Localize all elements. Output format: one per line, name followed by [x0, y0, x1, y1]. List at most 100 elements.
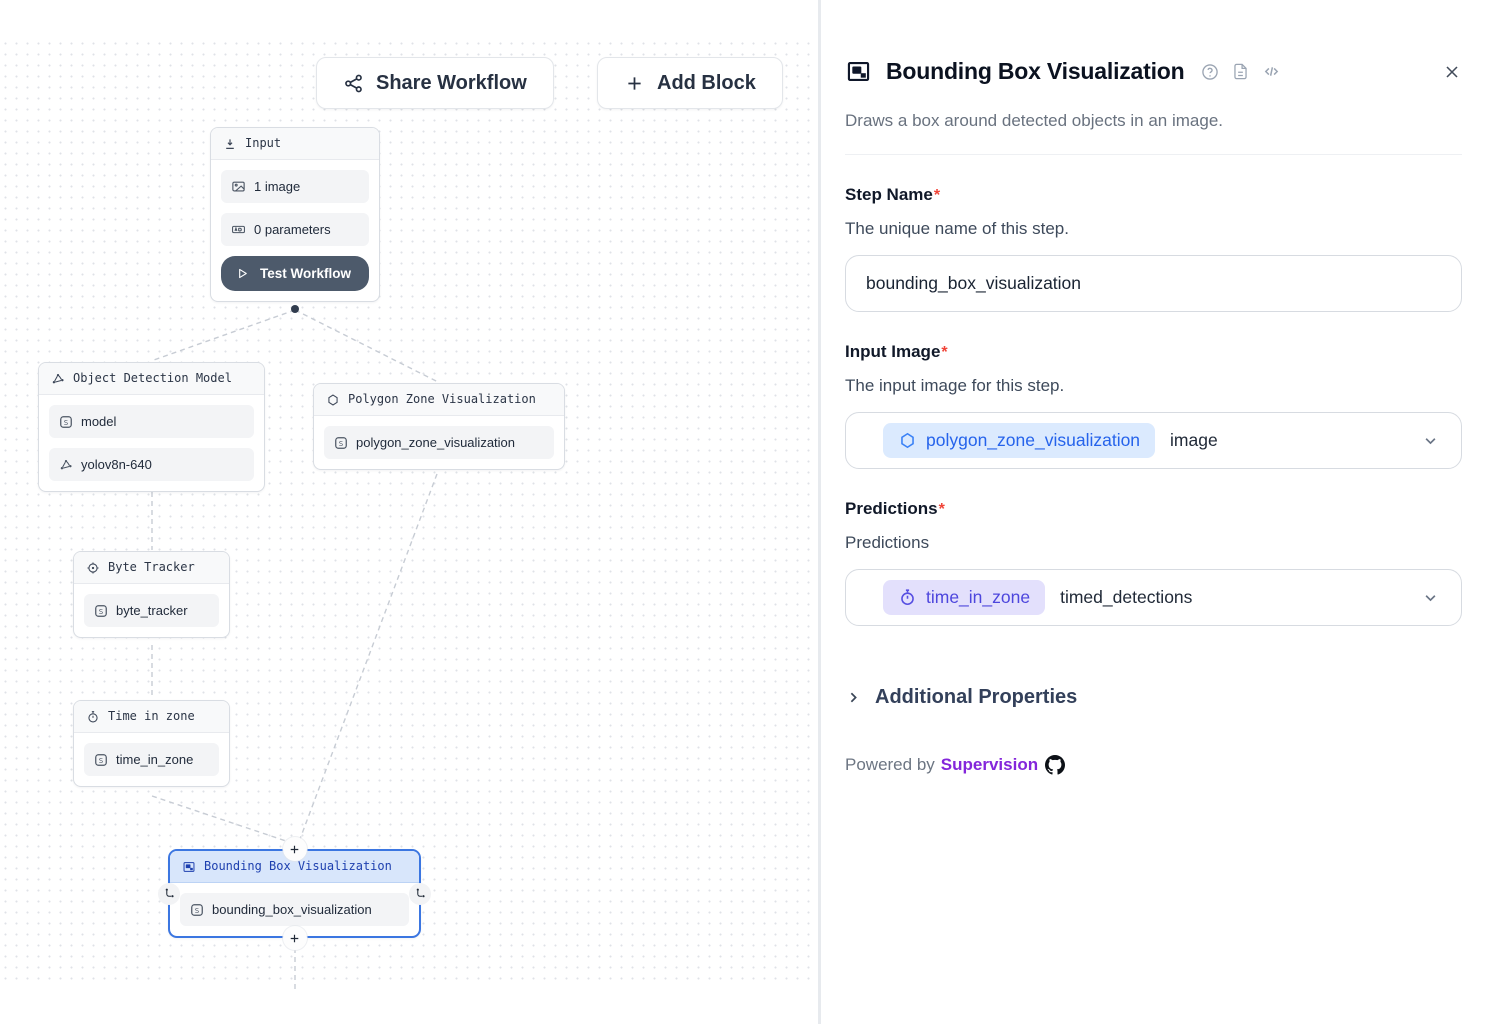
predictions-help: Predictions [845, 533, 930, 552]
add-block-below-button[interactable] [282, 926, 307, 950]
predictions-source-pill: time_in_zone [883, 580, 1046, 615]
play-icon [235, 266, 250, 281]
svg-text:S: S [339, 438, 343, 447]
workflow-canvas[interactable]: Share Workflow Add Block Input [0, 0, 821, 1024]
panel-description: Draws a box around detected objects in a… [845, 111, 1224, 130]
plus-icon [624, 73, 645, 94]
chevron-down-icon [1420, 587, 1441, 608]
pill-label: polygon_zone_visualization [926, 430, 1141, 450]
help-icon[interactable] [1200, 62, 1220, 82]
input-output-connector[interactable] [291, 305, 299, 313]
panel-title: Bounding Box Visualization [886, 58, 1185, 84]
node-title: Object Detection Model [73, 371, 232, 385]
share-workflow-button[interactable]: Share Workflow [316, 57, 554, 109]
pzv-output-chip: S polygon_zone_visualization [324, 426, 554, 459]
branch-handle-right[interactable] [409, 882, 431, 905]
polygon-icon [898, 431, 917, 450]
node-title: Input [245, 136, 282, 150]
test-workflow-label: Test Workflow [260, 266, 352, 281]
step-output-icon: S [94, 753, 108, 767]
node-bounding-box-visualization[interactable]: Bounding Box Visualization S bounding_bo… [158, 837, 431, 950]
node-polygon-zone-visualization[interactable]: Polygon Zone Visualization S polygon_zon… [313, 383, 565, 470]
add-block-button[interactable]: Add Block [597, 57, 783, 109]
byte-tracker-output-chip: S byte_tracker [84, 594, 219, 627]
node-input[interactable]: Input 1 image 0 param [210, 127, 380, 302]
chip-label: 1 image [254, 179, 301, 194]
tracker-icon [86, 561, 100, 575]
required-asterisk: * [933, 187, 941, 204]
powered-by-text: Powered by [845, 755, 935, 774]
input-image-field: Input Image* The input image for this st… [845, 342, 1462, 469]
timer-icon [898, 588, 917, 607]
panel-divider [845, 154, 1462, 155]
node-title: Time in zone [108, 709, 195, 723]
add-block-label: Add Block [657, 71, 756, 94]
edge-tiz-to-bbv [151, 795, 287, 842]
svg-text:S: S [195, 905, 199, 914]
supervision-link[interactable]: Supervision [940, 755, 1039, 774]
chip-label: 0 parameters [254, 222, 331, 237]
model-graph-icon [51, 372, 65, 386]
input-image-help: The input image for this step. [845, 376, 1065, 395]
polygon-icon [326, 393, 340, 407]
step-name-field: Step Name* The unique name of this step. [845, 185, 1462, 312]
step-name-input[interactable] [845, 255, 1462, 312]
input-image-value: image [1170, 430, 1218, 450]
node-object-detection-model[interactable]: Object Detection Model S model [38, 362, 265, 492]
github-icon[interactable] [1045, 755, 1066, 775]
odm-version-chip: yolov8n-640 [49, 448, 254, 481]
chevron-down-icon [1420, 430, 1441, 451]
share-icon [343, 73, 364, 94]
code-icon[interactable] [1261, 61, 1282, 82]
visualization-icon [845, 58, 872, 85]
step-output-icon: S [94, 604, 108, 618]
predictions-value: timed_detections [1060, 587, 1193, 607]
branch-handle-left[interactable] [158, 882, 180, 905]
block-properties-panel: Bounding Box Visualization [823, 0, 1486, 1024]
chip-label: yolov8n-640 [81, 457, 152, 472]
additional-properties-toggle[interactable]: Additional Properties [845, 686, 1462, 709]
chip-label: byte_tracker [116, 603, 188, 618]
docs-icon[interactable] [1231, 62, 1250, 81]
add-block-above-button[interactable] [282, 837, 307, 861]
input-image-label: Input Image [845, 342, 941, 361]
visualization-icon [182, 860, 196, 874]
chip-label: model [81, 414, 117, 429]
node-byte-tracker[interactable]: Byte Tracker S byte_tracker [73, 551, 230, 638]
step-name-label: Step Name [845, 185, 933, 204]
chip-label: bounding_box_visualization [212, 902, 372, 917]
workflow-edges [150, 309, 439, 992]
time-in-zone-output-chip: S time_in_zone [84, 743, 219, 776]
chip-label: polygon_zone_visualization [356, 435, 516, 450]
svg-text:S: S [64, 417, 68, 426]
test-workflow-button[interactable]: Test Workflow [221, 256, 369, 291]
predictions-label: Predictions [845, 499, 938, 518]
edge-input-to-odm [150, 309, 296, 362]
close-panel-button[interactable] [1442, 62, 1462, 82]
edge-pzv-to-bbv [299, 473, 438, 840]
import-icon [223, 137, 237, 151]
edge-input-to-pzv [294, 309, 439, 383]
dot-grid-background [0, 38, 820, 982]
input-parameters-chip: 0 parameters [221, 213, 369, 246]
input-image-source-pill: polygon_zone_visualization [883, 423, 1156, 458]
bbv-output-chip: S bounding_box_visualization [180, 893, 409, 926]
canvas-panel-divider [818, 0, 821, 1024]
input-image-select[interactable]: polygon_zone_visualization image [845, 412, 1462, 469]
pill-label: time_in_zone [926, 587, 1031, 607]
step-name-help: The unique name of this step. [845, 219, 1069, 238]
chevron-right-icon [845, 689, 862, 706]
parameters-icon [231, 222, 246, 237]
share-workflow-label: Share Workflow [376, 71, 527, 94]
node-time-in-zone[interactable]: Time in zone S time_in_zone [73, 700, 230, 787]
predictions-select[interactable]: time_in_zone timed_detections [845, 569, 1462, 626]
required-asterisk: * [938, 501, 945, 518]
step-output-icon: S [334, 436, 348, 450]
model-graph-icon [59, 458, 73, 472]
input-images-chip: 1 image [221, 170, 369, 203]
svg-text:S: S [99, 606, 103, 615]
chip-label: time_in_zone [116, 752, 194, 767]
node-title: Bounding Box Visualization [204, 859, 392, 873]
node-title: Polygon Zone Visualization [348, 392, 536, 406]
additional-properties-label: Additional Properties [875, 686, 1078, 708]
